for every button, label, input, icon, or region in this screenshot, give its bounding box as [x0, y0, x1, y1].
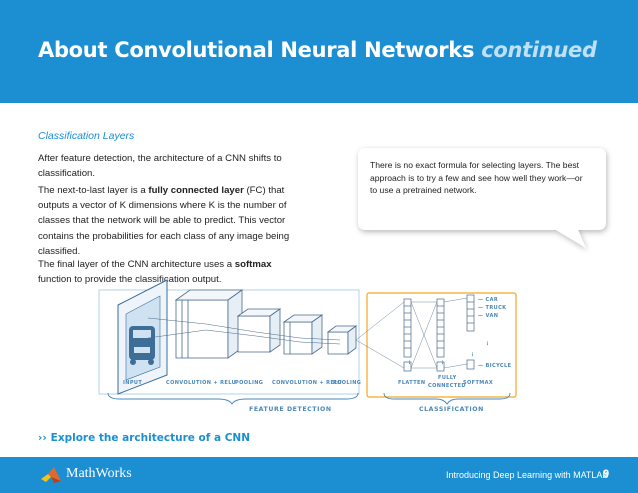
label-fc-line1: FULLY [438, 375, 457, 381]
page-title-main: About Convolutional Neural Networks [38, 38, 475, 62]
paragraph-3-text-b: function to provide the classification o… [38, 274, 222, 286]
page-number: 9 [603, 468, 610, 480]
header-banner [0, 0, 638, 103]
label-input: INPUT [123, 380, 142, 386]
mathworks-brand: MathWorks [66, 466, 132, 481]
label-conv2: CONVOLUTION + RELU [272, 380, 342, 386]
label-flatten: FLATTEN [398, 380, 425, 386]
callout-text: There is no exact formula for selecting … [370, 160, 583, 196]
class-label-van: — VAN [478, 313, 498, 319]
paragraph-3-bold: softmax [234, 259, 272, 270]
paragraph-2-text-b: (FC) that outputs a vector of K dimensio… [38, 185, 290, 257]
fc-ellipsis: ⋮ [440, 360, 445, 366]
chevron-right-icon: ›› [38, 432, 47, 444]
explore-cnn-link[interactable]: ››Explore the architecture of a CNN [38, 432, 250, 444]
class-label-car: — CAR [478, 297, 498, 303]
label-fc-line2: CONNECTED [428, 383, 466, 389]
fc-connections [355, 297, 468, 369]
paragraph-2-text-a: The next-to-last layer is a [38, 185, 149, 196]
feature-brace [107, 392, 359, 405]
softmax-ellipsis: ⋮ [470, 352, 475, 358]
paragraph-1: After feature detection, the architectur… [38, 153, 282, 180]
explore-cnn-link-label: Explore the architecture of a CNN [50, 432, 250, 444]
fc-column [436, 298, 445, 372]
pool2-block [326, 325, 358, 355]
conv1-block [174, 289, 244, 359]
label-pool1: POOLING [235, 380, 263, 386]
classification-brace [383, 392, 511, 405]
page-title-continued: continued [481, 38, 597, 62]
footer-title: Introducing Deep Learning with MATLAB [446, 470, 609, 480]
label-feature-detection: FEATURE DETECTION [249, 406, 332, 413]
kernel-lines [147, 317, 341, 345]
flatten-column [403, 298, 412, 372]
page-title: About Convolutional Neural Networks cont… [38, 38, 597, 62]
car-icon [129, 326, 155, 365]
label-softmax: SOFTMAX [463, 380, 493, 386]
label-classification: CLASSIFICATION [419, 406, 484, 413]
paragraph-3: The final layer of the CNN architecture … [38, 257, 300, 287]
softmax-column [466, 294, 475, 370]
paragraph-3-text-a: The final layer of the CNN architecture … [38, 259, 235, 270]
input-image [117, 279, 168, 395]
footer-bar [0, 457, 638, 493]
conv2-block [282, 314, 324, 355]
paragraph-2-bold: fully connected layer [148, 185, 244, 196]
mathworks-logo-icon [41, 467, 61, 483]
class-label-truck: — TRUCK [478, 305, 507, 311]
classification-frame [366, 292, 517, 398]
paragraph-2: The next-to-last layer is a fully connec… [38, 183, 300, 259]
flatten-ellipsis: ⋮ [407, 360, 412, 366]
label-pool2: POOLING [333, 380, 361, 386]
class-label-bicycle: — BICYCLE [478, 363, 512, 369]
section-heading: Classification Layers [38, 130, 135, 142]
classes-ellipsis: ⋮ [485, 341, 490, 347]
pool1-block [236, 308, 282, 353]
label-conv1: CONVOLUTION + RELU [166, 380, 236, 386]
